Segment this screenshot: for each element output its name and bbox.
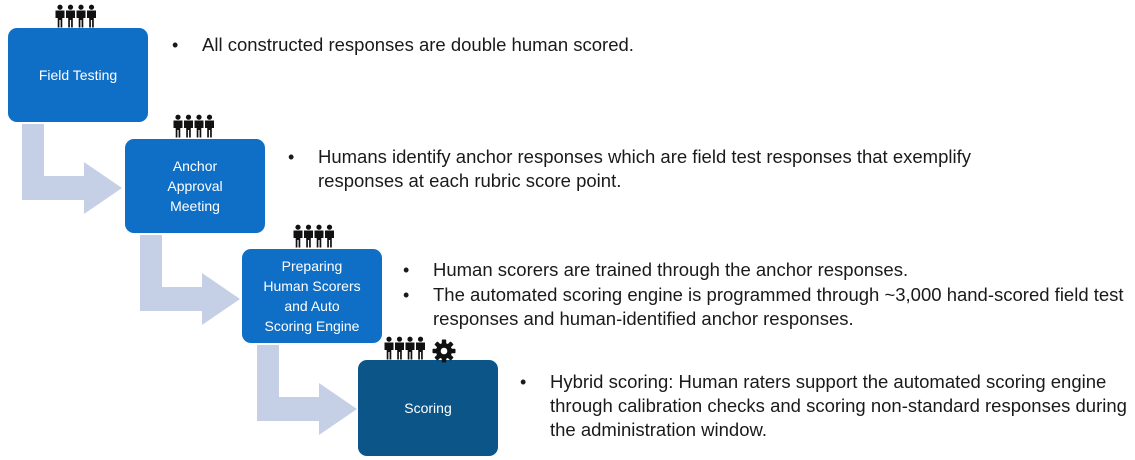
step-box-field-testing: Field Testing xyxy=(8,28,148,122)
people-icon xyxy=(384,336,425,360)
step-label-line: and Auto xyxy=(284,298,340,314)
step-label-line: Field Testing xyxy=(38,67,118,83)
step-label-line: Anchor xyxy=(172,158,218,174)
step-label: Scoring xyxy=(404,398,451,418)
bullet-item: Human scorers are trained through the an… xyxy=(403,258,1133,282)
step-label-line: Meeting xyxy=(170,198,220,214)
bullet-item: The automated scoring engine is programm… xyxy=(403,283,1133,331)
connector-arrow-1 xyxy=(22,124,122,214)
gear-icon xyxy=(432,339,456,363)
step-label-line: Human Scorers xyxy=(263,278,361,294)
bullet-list-preparing-scorers: Human scorers are trained through the an… xyxy=(403,258,1133,331)
step-label-line: Preparing xyxy=(281,258,343,274)
connector-arrow-3 xyxy=(257,345,357,435)
people-icon xyxy=(55,4,96,28)
bullet-item: Humans identify anchor responses which a… xyxy=(288,145,1008,193)
bullet-list-field-testing: All constructed responses are double hum… xyxy=(172,33,1072,57)
step-label: Field Testing xyxy=(39,65,117,85)
bullet-item: All constructed responses are double hum… xyxy=(172,33,1072,57)
people-icon xyxy=(293,224,334,248)
step-label-line: Approval xyxy=(167,178,223,194)
bullet-list-anchor-approval-meeting: Humans identify anchor responses which a… xyxy=(288,145,1008,193)
step-box-scoring: Scoring xyxy=(358,360,498,456)
connector-arrow-2 xyxy=(140,235,240,325)
people-icon xyxy=(173,114,214,138)
step-label-line: Scoring Engine xyxy=(264,318,360,334)
step-label-line: Scoring xyxy=(404,400,452,416)
bullet-item: Hybrid scoring: Human raters support the… xyxy=(520,370,1130,442)
bullet-list-scoring: Hybrid scoring: Human raters support the… xyxy=(520,370,1130,442)
